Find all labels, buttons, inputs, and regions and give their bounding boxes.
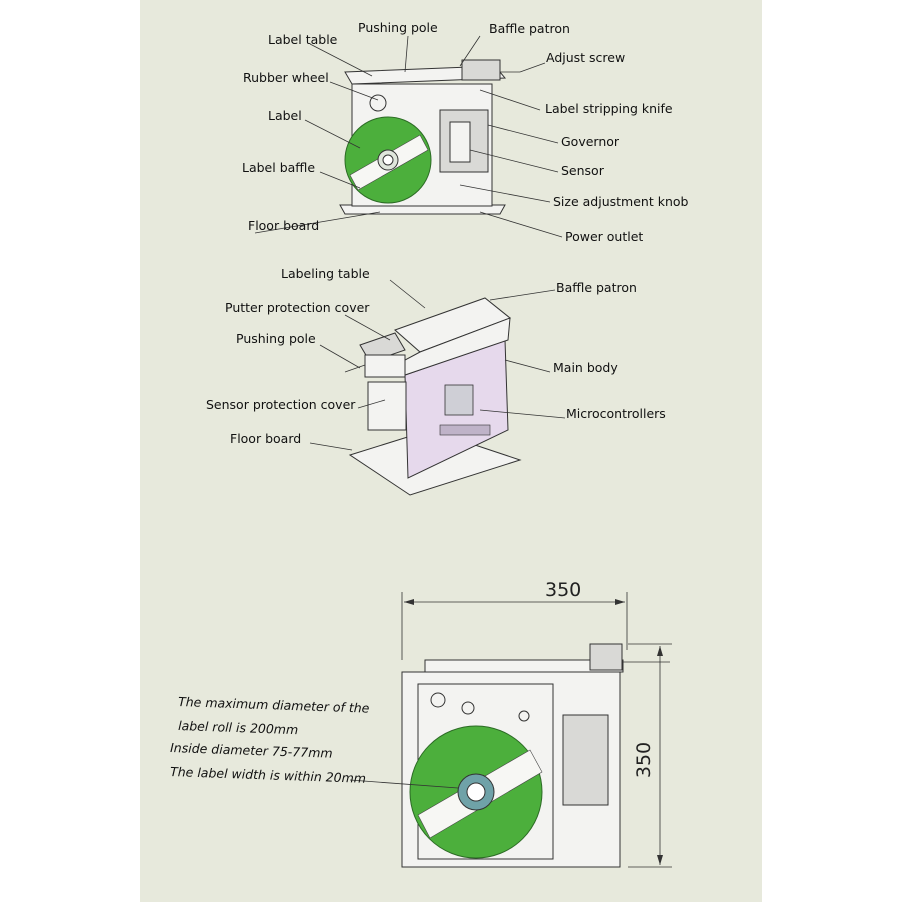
label-label-baffle: Label baffle (242, 160, 315, 175)
note-max-diameter-line1: The maximum diameter of the (178, 694, 370, 716)
side-view-labels: Pushing pole Baffle patron Label table A… (242, 20, 689, 244)
roll-notes: The maximum diameter of the label roll i… (170, 694, 459, 789)
front-roll-core (466, 782, 486, 802)
note-inside-diameter: Inside diameter 75-77mm (170, 740, 333, 761)
front-wheel-1 (430, 692, 446, 708)
width-dimension-text: 350 (545, 579, 581, 601)
iso-microcontroller-shape (444, 384, 474, 416)
iso-view-leaders (309, 279, 566, 451)
label-sensor: Sensor (561, 163, 605, 178)
label-floor-board-2: Floor board (230, 431, 301, 446)
rubber-wheel-shape (369, 94, 387, 112)
label-label: Label (268, 108, 302, 123)
label-labeling-table: Labeling table (281, 266, 370, 281)
side-view-leaders (254, 35, 563, 238)
label-adjust-screw: Adjust screw (546, 50, 625, 65)
label-sensor-protection-cover: Sensor protection cover (206, 397, 356, 412)
sensor-shape (449, 121, 471, 163)
label-putter-protection-cover: Putter protection cover (225, 300, 370, 315)
label-label-stripping-knife: Label stripping knife (545, 101, 673, 116)
iso-view-drawing (344, 297, 522, 496)
iso-sensor-cover-shape (367, 381, 407, 431)
label-power-outlet: Power outlet (565, 229, 643, 244)
front-baffle-shape (589, 643, 623, 671)
label-size-adjustment-knob: Size adjustment knob (553, 194, 689, 209)
note-max-diameter-line2: label roll is 200mm (178, 718, 299, 737)
label-label-table: Label table (268, 32, 338, 47)
front-governor-shape (562, 714, 609, 806)
label-baffle-patron-1: Baffle patron (489, 21, 570, 36)
iso-view-labels: Labeling table Baffle patron Putter prot… (206, 266, 666, 446)
roll-core-shape (382, 154, 394, 166)
label-pushing-pole-1: Pushing pole (358, 20, 438, 35)
label-main-body: Main body (553, 360, 618, 375)
iso-table-side-shape (404, 317, 511, 376)
iso-control-panel-shape (439, 424, 491, 436)
dimensions: 350 350 (401, 579, 672, 868)
note-label-width: The label width is within 20mm (170, 764, 366, 786)
iso-putter-box-shape (364, 354, 406, 378)
front-view-drawing (401, 643, 670, 868)
side-view-drawing (339, 59, 520, 215)
height-dimension-text: 350 (633, 742, 655, 778)
label-floor-board-1: Floor board (248, 218, 319, 233)
front-wheel-2 (461, 701, 475, 715)
label-microcontrollers: Microcontrollers (566, 406, 666, 421)
front-wheel-3 (518, 710, 530, 722)
baffle-patron-shape (461, 59, 501, 81)
label-baffle-patron-2: Baffle patron (556, 280, 637, 295)
label-pushing-pole-2: Pushing pole (236, 331, 316, 346)
note-leader-line (349, 779, 459, 789)
label-governor: Governor (561, 134, 620, 149)
label-rubber-wheel: Rubber wheel (243, 70, 329, 85)
iso-pushing-pole-shape (344, 364, 366, 373)
